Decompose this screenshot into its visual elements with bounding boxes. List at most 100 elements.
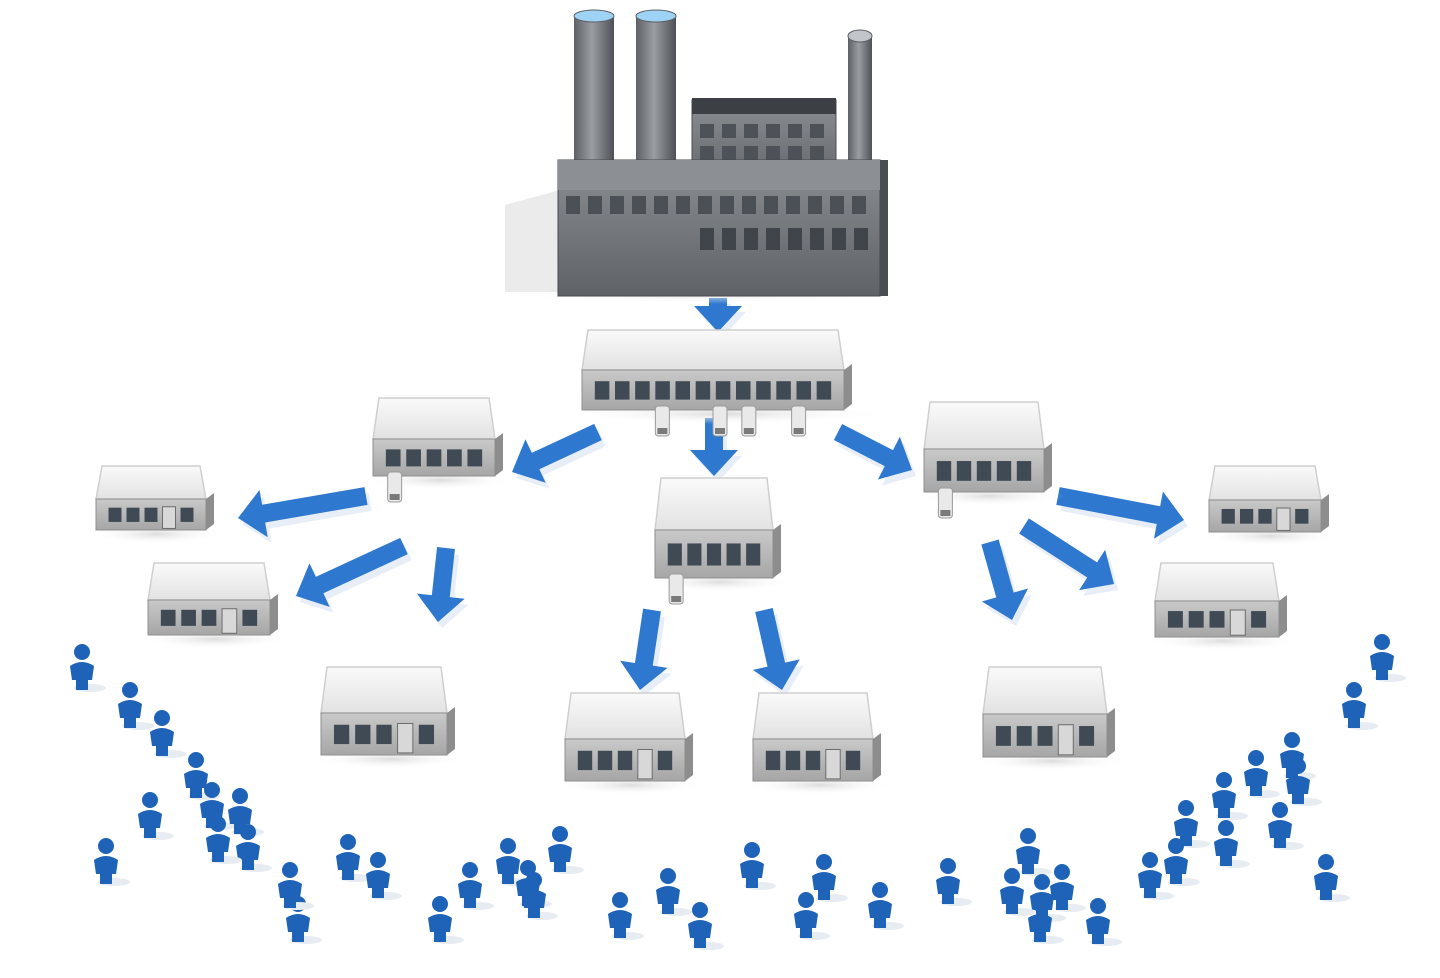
person-icon	[1028, 896, 1064, 944]
truck-cab	[657, 428, 668, 434]
building-roof	[1208, 465, 1322, 501]
building-roof	[147, 562, 271, 601]
person-head	[798, 892, 814, 908]
building-roof	[320, 666, 448, 714]
person-body	[1016, 846, 1040, 874]
chimney-top	[573, 9, 615, 23]
person-body	[496, 856, 520, 884]
store-store-2	[139, 562, 291, 649]
person-icon	[1244, 750, 1280, 798]
flow-arrows	[238, 298, 1188, 696]
person-icon	[740, 842, 776, 890]
person-body	[150, 728, 174, 756]
window	[700, 228, 714, 250]
person-head	[1032, 896, 1048, 912]
person-head	[154, 710, 170, 726]
window	[1221, 508, 1235, 524]
person-head	[1346, 682, 1362, 698]
factory-side	[880, 160, 888, 296]
flow-arrow-central-warehouse-to-regional-right	[833, 423, 912, 480]
person-body	[1164, 856, 1188, 884]
flow-arrow-regional-center-to-store-5	[752, 608, 800, 690]
person-body	[1214, 838, 1238, 866]
person-icon	[1016, 828, 1052, 876]
person-head	[1054, 864, 1070, 880]
store-store-3	[312, 666, 469, 769]
window	[1016, 461, 1032, 481]
window	[126, 507, 140, 522]
flow-arrow-central-warehouse-to-regional-center	[690, 418, 738, 476]
person-body	[138, 810, 162, 838]
person-body	[286, 914, 310, 942]
person-head	[1284, 732, 1300, 748]
building-roof	[372, 397, 496, 440]
person-body	[812, 872, 836, 900]
flow-arrow-regional-left-to-store-3	[416, 547, 465, 622]
building-roof	[923, 401, 1045, 450]
building-side	[1279, 595, 1287, 637]
window	[742, 196, 756, 214]
window	[788, 146, 802, 160]
person-head	[282, 862, 298, 878]
window	[614, 381, 630, 400]
window	[995, 726, 1011, 746]
building-roof	[654, 477, 774, 531]
flow-arrow-regional-right-to-store-8	[1056, 487, 1184, 539]
person-head	[232, 788, 248, 804]
person-head	[210, 816, 226, 832]
truck-cab	[389, 494, 400, 500]
window	[706, 543, 722, 566]
person-icon	[336, 834, 372, 882]
person-icon	[1286, 758, 1322, 806]
window	[1209, 611, 1225, 628]
door	[825, 749, 841, 780]
window	[376, 724, 392, 745]
person-head	[462, 862, 478, 878]
window	[976, 461, 992, 481]
window	[766, 146, 780, 160]
store-store-4	[556, 692, 706, 795]
person-body	[608, 910, 632, 938]
person-head	[432, 896, 448, 912]
person-head	[1178, 800, 1194, 816]
flow-arrow-regional-left-to-store-1	[238, 487, 368, 538]
building-roof	[1154, 562, 1280, 602]
building-roof	[982, 666, 1108, 715]
store-store-1	[88, 465, 225, 544]
door	[637, 749, 653, 780]
window	[744, 124, 758, 138]
person-icon	[138, 792, 174, 840]
person-body	[366, 870, 390, 898]
store-store-6	[974, 666, 1129, 771]
window	[1239, 508, 1254, 524]
person-icon	[278, 862, 314, 910]
window	[816, 381, 832, 400]
window	[1079, 726, 1095, 746]
person-icon	[794, 892, 830, 940]
person-body	[1138, 870, 1162, 898]
building-roof	[564, 692, 686, 740]
person-body	[688, 920, 712, 948]
door	[397, 723, 414, 754]
window	[1037, 726, 1053, 746]
truck-cab	[793, 428, 804, 434]
person-head	[1216, 772, 1232, 788]
customers	[70, 634, 1406, 950]
window	[180, 507, 194, 522]
window	[698, 196, 712, 214]
window	[1251, 611, 1267, 628]
person-head	[1290, 758, 1306, 774]
window	[333, 724, 350, 745]
person-head	[74, 644, 90, 660]
window	[700, 146, 714, 160]
warehouse-regional-left	[364, 397, 516, 503]
person-body	[1342, 700, 1366, 728]
window	[744, 146, 758, 160]
window	[796, 381, 812, 400]
window	[610, 196, 624, 214]
window	[715, 381, 731, 400]
person-body	[1244, 768, 1268, 796]
window	[617, 750, 633, 771]
person-body	[458, 880, 482, 908]
window	[695, 381, 711, 400]
